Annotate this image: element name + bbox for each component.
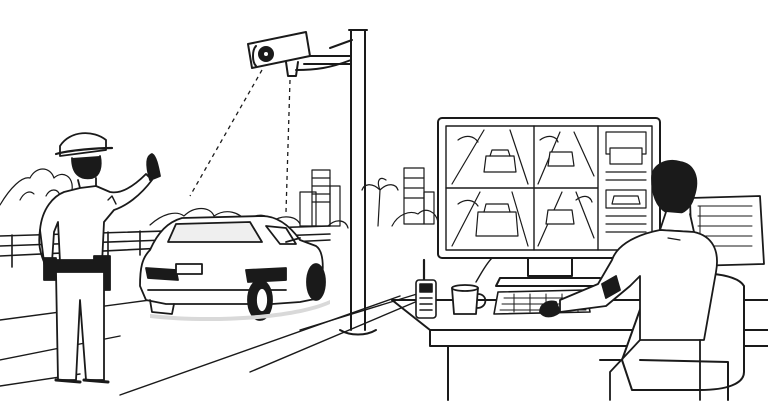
cctv-pole: [303, 29, 377, 336]
tile-car-road-top: [537, 131, 595, 185]
screen-tiles: [451, 129, 647, 247]
monitor-cable: [475, 257, 493, 283]
coffee-mug: [451, 284, 487, 315]
sedan-car: [139, 215, 326, 321]
cctv-camera: [247, 31, 352, 77]
tile-side-panels: [605, 131, 647, 233]
tile-car-road-bottom: [537, 191, 595, 247]
city-skyline: [299, 167, 435, 227]
walkie-talkie: [415, 258, 437, 319]
tile-car-front-bottom: [451, 191, 529, 247]
palm-tree: [361, 177, 399, 227]
traffic-officer: [38, 132, 161, 384]
car-shadow: [150, 300, 330, 322]
camera-view-lines: [189, 69, 291, 213]
seated-operator: [539, 159, 718, 401]
tile-car-front-top: [451, 129, 529, 185]
